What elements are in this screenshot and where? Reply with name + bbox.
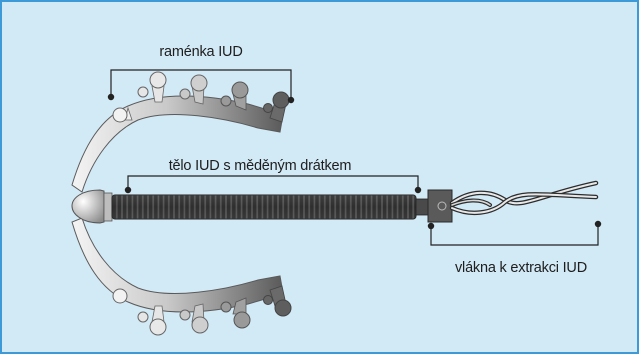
label-threads: vlákna k extrakci IUD <box>455 260 587 276</box>
copper-coil <box>104 193 430 221</box>
bracket-threads <box>428 221 600 245</box>
iud-head <box>72 190 104 223</box>
lower-arm <box>72 218 291 335</box>
label-arms: raménka IUD <box>159 44 242 60</box>
thread-knot <box>428 190 452 222</box>
upper-arm <box>72 72 289 192</box>
label-body: tělo IUD s měděným drátkem <box>169 158 352 174</box>
bracket-body <box>125 176 420 193</box>
extraction-threads <box>452 183 596 213</box>
